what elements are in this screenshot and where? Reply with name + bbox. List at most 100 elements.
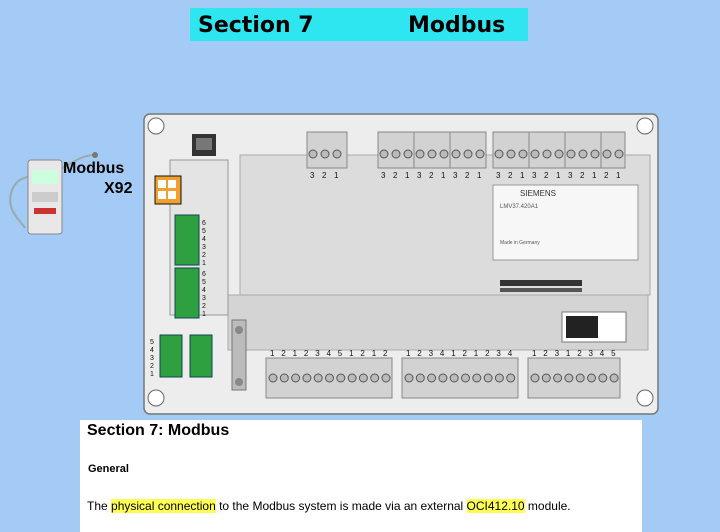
terminal-screw (415, 373, 425, 383)
bottom-terminal-number: 1 (293, 349, 298, 358)
top-terminal-number: 2 (508, 171, 513, 180)
top-terminal-number: 2 (322, 171, 327, 180)
terminal-screw (391, 149, 401, 159)
left-terminal-number: 2 (150, 363, 154, 370)
bottom-terminal-number: 1 (406, 349, 411, 358)
made-in-label: Made in Germany (500, 240, 540, 246)
bottom-terminal-number: 3 (429, 349, 434, 358)
left-terminal-number: 1 (202, 260, 206, 267)
top-terminal-number: 3 (453, 171, 458, 180)
terminal-screw (475, 149, 485, 159)
terminal-screw (494, 373, 504, 383)
terminal-screw (587, 373, 596, 383)
left-terminal-number: 3 (150, 355, 154, 362)
general-subheading: General (88, 463, 129, 475)
terminal-screw (308, 149, 318, 159)
bottom-terminal-number: 3 (555, 349, 560, 358)
top-terminal-number: 2 (604, 171, 609, 180)
terminal-screw (358, 373, 368, 383)
top-terminal-number: 1 (556, 171, 561, 180)
terminal-screw (542, 149, 552, 159)
bottom-terminal-number: 2 (485, 349, 490, 358)
top-terminal-number: 1 (477, 171, 482, 180)
terminal-screw (564, 373, 574, 383)
body-text-middle: to the Modbus system is made via an exte… (215, 499, 467, 513)
model-label: LMV37.420A1 (500, 204, 539, 210)
terminal-screw (472, 373, 482, 383)
left-terminal-number: 5 (150, 339, 154, 346)
top-terminal-number: 3 (310, 171, 315, 180)
terminal-screw (268, 373, 278, 383)
terminal-screw (279, 373, 289, 383)
terminal-screw (530, 149, 540, 159)
terminal-screw (302, 373, 312, 383)
text-panel: Section 7: Modbus General The physical c… (80, 420, 642, 532)
top-terminal-number: 1 (520, 171, 525, 180)
bottom-terminal-number: 1 (566, 349, 571, 358)
terminal-screw (332, 149, 342, 159)
x92-port-label: X92 (104, 180, 133, 197)
terminal-screw (313, 373, 323, 383)
top-terminal-number: 2 (429, 171, 434, 180)
terminal-screw (494, 149, 504, 159)
top-terminal-number: 3 (417, 171, 422, 180)
body-text-start: The (87, 499, 112, 513)
left-terminal-number: 2 (202, 303, 206, 310)
left-terminal-number: 4 (202, 287, 206, 294)
terminal-screw (463, 149, 473, 159)
terminal-screw (590, 149, 600, 159)
bottom-terminal-number: 2 (281, 349, 286, 358)
terminal-screw (541, 373, 551, 383)
section-heading: Section 7: Modbus (87, 422, 230, 439)
brand-label: SIEMENS (520, 189, 556, 198)
terminal-screw (427, 149, 437, 159)
top-terminal-number: 2 (393, 171, 398, 180)
terminal-screw (483, 373, 493, 383)
top-terminal-number: 1 (616, 171, 621, 180)
terminal-screw (438, 373, 448, 383)
terminal-screw (427, 373, 437, 383)
bottom-terminal-number: 4 (440, 349, 445, 358)
bottom-terminal-number: 2 (304, 349, 309, 358)
top-terminal-number: 3 (381, 171, 386, 180)
left-terminal-number: 6 (202, 220, 206, 227)
terminal-screw (451, 149, 461, 159)
terminal-screw (381, 373, 391, 383)
left-terminal-number: 4 (202, 236, 206, 243)
bottom-terminal-number: 4 (508, 349, 513, 358)
highlight-oci-module: OCI412.10 (466, 499, 525, 513)
left-terminal-number: 3 (202, 295, 206, 302)
terminal-screw (347, 373, 357, 383)
terminal-screw (439, 149, 449, 159)
bottom-terminal-number: 5 (611, 349, 616, 358)
bottom-terminal-number: 4 (327, 349, 332, 358)
bottom-terminal-number: 1 (474, 349, 479, 358)
terminal-screw (575, 373, 585, 383)
bottom-terminal-number: 2 (417, 349, 422, 358)
bottom-terminal-number: 2 (360, 349, 365, 358)
top-terminal-number: 2 (465, 171, 470, 180)
left-terminal-number: 1 (202, 311, 206, 318)
terminal-screw (404, 373, 414, 383)
left-terminal-number: 5 (202, 279, 206, 286)
oci412-module-image (9, 152, 98, 235)
top-terminal-number: 3 (568, 171, 573, 180)
terminal-screw (320, 149, 330, 159)
highlight-physical-connection: physical connection (111, 499, 216, 513)
body-paragraph: The physical connection to the Modbus sy… (87, 499, 571, 513)
terminal-screw (379, 149, 389, 159)
bottom-terminal-number: 2 (383, 349, 388, 358)
terminal-screw (506, 373, 516, 383)
bottom-terminal-number: 5 (338, 349, 343, 358)
top-terminal-number: 1 (441, 171, 446, 180)
bottom-terminal-number: 2 (463, 349, 468, 358)
top-terminal-number: 2 (580, 171, 585, 180)
terminal-screw (370, 373, 380, 383)
body-text-end: module. (524, 499, 571, 513)
left-terminal-number: 4 (150, 347, 154, 354)
terminal-screw (336, 373, 346, 383)
terminal-screw (291, 373, 301, 383)
left-terminal-number: 3 (202, 244, 206, 251)
bottom-terminal-number: 3 (315, 349, 320, 358)
